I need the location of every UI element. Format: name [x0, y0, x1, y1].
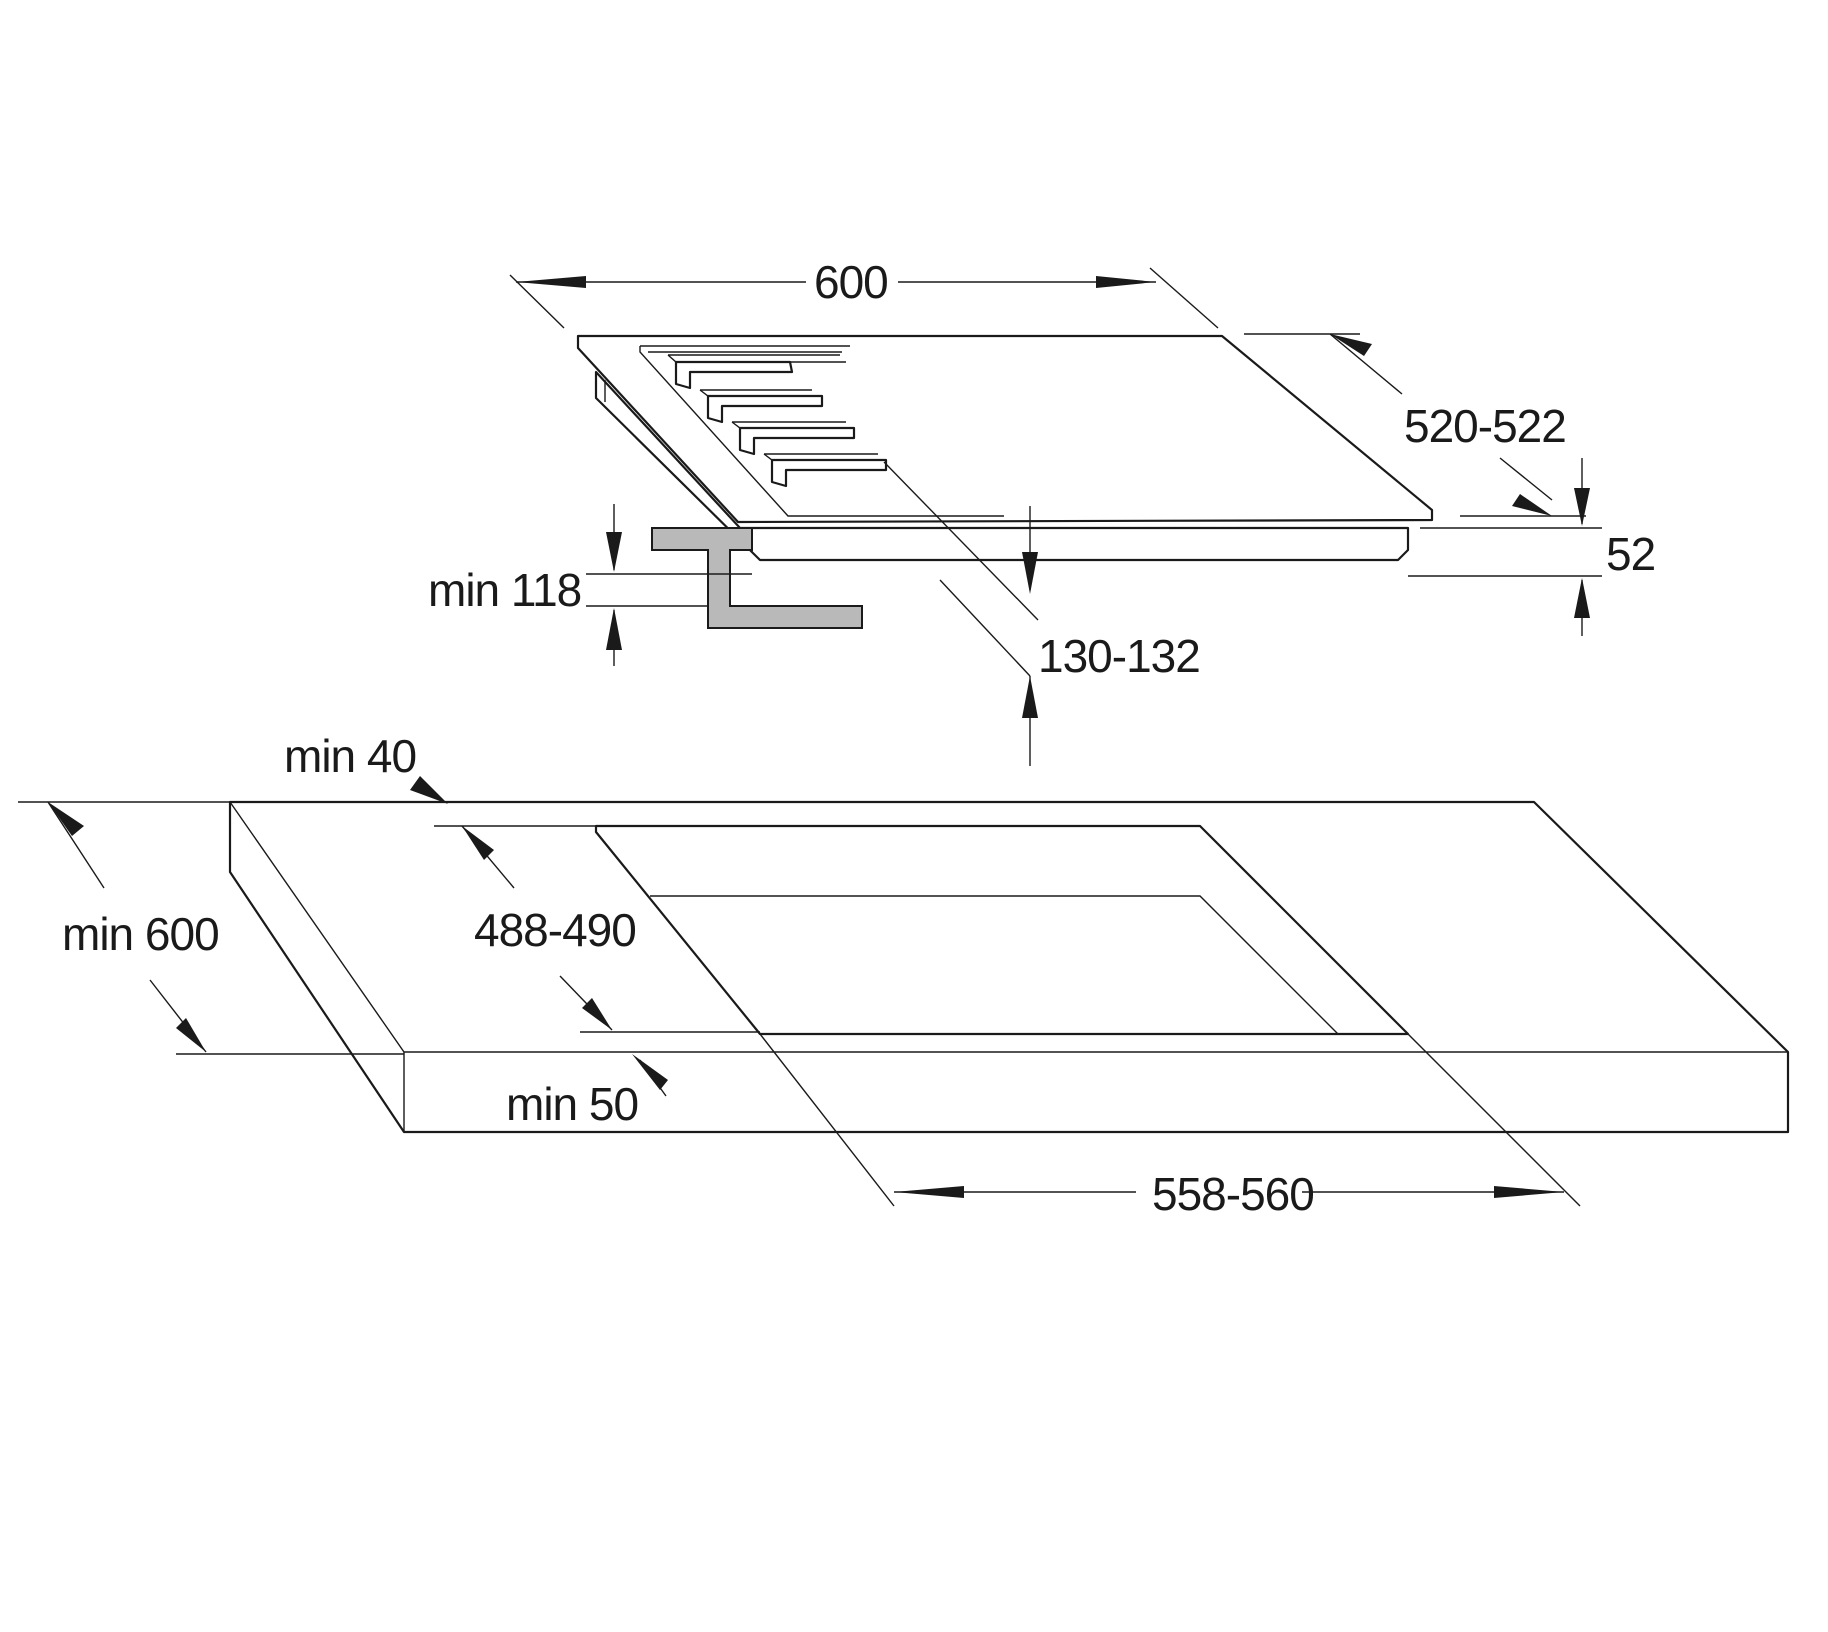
cutout: [594, 824, 1410, 1036]
dim-min-118: min 118: [428, 564, 581, 616]
hob-glass-top: [576, 334, 1434, 524]
dim-min-50: min 50: [506, 1078, 638, 1130]
cutout-inner: [650, 895, 1339, 1035]
dim-min-40: min 40: [284, 730, 416, 782]
countertop: [228, 800, 1790, 1134]
dimension-lines: [18, 267, 1602, 1207]
control-knobs: [667, 354, 888, 488]
dim-hob-depth: 520-522: [1404, 400, 1566, 452]
control-panel: [639, 345, 1004, 517]
dim-hob-width: 600: [814, 256, 888, 308]
dim-cutout-width: 558-560: [1152, 1168, 1314, 1220]
dim-min-600: min 600: [62, 908, 219, 960]
dim-cutout-depth: 488-490: [474, 904, 636, 956]
dim-130-132: 130-132: [1038, 630, 1200, 682]
mounting-bracket: [651, 527, 863, 629]
dim-hob-height: 52: [1606, 528, 1655, 580]
hob: [576, 334, 1434, 562]
hob-body: [594, 370, 1410, 562]
